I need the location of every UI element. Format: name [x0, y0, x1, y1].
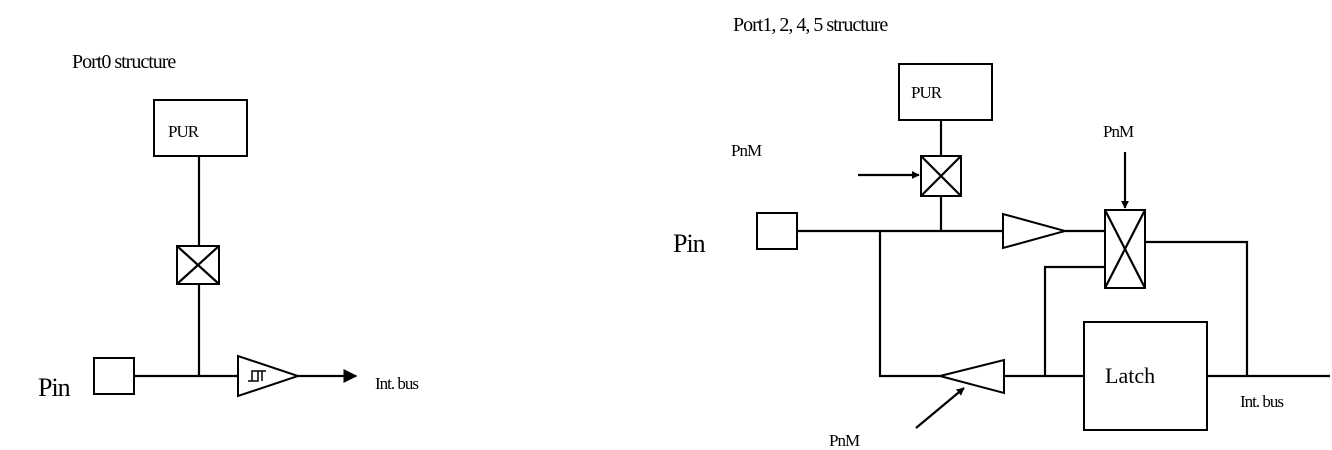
latch-block: Latch [1083, 321, 1208, 431]
latch-label: Latch [1105, 363, 1155, 388]
port0-bus-label: Int. bus [375, 374, 418, 393]
port1245-pin-label: Pin [673, 229, 706, 258]
pnm-bottom-label: PnM [829, 431, 860, 450]
output-buffer-icon [939, 358, 1005, 395]
port1245-pur-label: PUR [911, 83, 943, 102]
pnm-bottom-arrow [915, 387, 965, 429]
port1245-title: Port1, 2, 4, 5 structure [733, 14, 888, 36]
pnm-top-label: PnM [1103, 122, 1134, 141]
port1245-wire-feedback [1043, 265, 1105, 376]
port0-pin-label: Pin [38, 373, 71, 402]
port-1245-diagram: Port1, 2, 4, 5 structure PUR PnM Pin [673, 14, 1330, 450]
port0-pin-pad [93, 357, 135, 395]
port0-pur-label: PUR [168, 122, 200, 141]
port0-switch-icon [176, 245, 220, 285]
port1245-pin-pad [756, 212, 798, 250]
port1245-bus-label: Int. bus [1240, 392, 1283, 411]
port0-schmitt-buffer-icon [237, 354, 302, 398]
port1245-pur-block: PUR [898, 63, 993, 121]
port1245-wire-output-return [878, 231, 940, 378]
selector-switch-icon [1104, 209, 1146, 289]
port1245-wire-switch-out [1145, 240, 1249, 376]
port0-diagram: Port0 structure PUR Pin Int. bus [38, 51, 419, 402]
port1245-pur-switch-icon [920, 155, 962, 197]
port0-title: Port0 structure [72, 51, 176, 73]
port0-pur-block: PUR [153, 99, 248, 157]
input-buffer-icon [1002, 212, 1069, 250]
pnm-left-label: PnM [731, 141, 762, 160]
